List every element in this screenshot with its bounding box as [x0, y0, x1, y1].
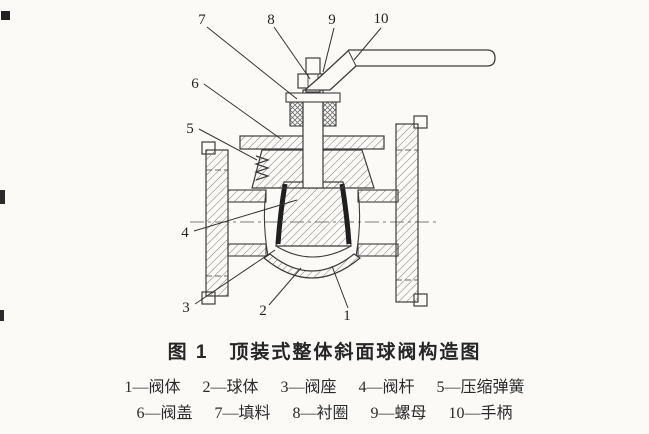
leader-10: [353, 27, 382, 61]
leader-6: [203, 83, 282, 140]
ball: [275, 181, 352, 247]
left-seat: [275, 183, 288, 245]
packing-and-gland: [285, 92, 341, 127]
valve-stem: [302, 57, 324, 189]
packing-left: [289, 101, 304, 127]
leader-3: [194, 249, 276, 305]
gland-ring: [285, 92, 341, 103]
legend-item-3: 3—阀座: [280, 379, 337, 396]
packing-right: [322, 101, 337, 127]
legend-item-9: 9—螺母: [370, 405, 427, 422]
leader-lines: [193, 26, 382, 309]
callout-labels: 1 2 3 4 5 6 7 8 9 10: [181, 11, 388, 324]
valve-diagram: 1 2 3 4 5 6 7 8 9 10: [0, 11, 496, 324]
leader-9: [322, 27, 335, 73]
legend-row-1: 1—阀体 2—球体 3—阀座 4—阀杆 5—压缩弹簧: [0, 375, 649, 401]
callout-3: 3: [182, 300, 190, 316]
ball-and-seats: [275, 181, 352, 258]
legend-row-2: 6—阀盖 7—填料 8—衬圈 9—螺母 10—手柄: [0, 401, 649, 427]
figure-caption: 图 1 顶装式整体斜面球阀构造图: [167, 342, 482, 363]
right-flange: [395, 115, 428, 307]
callout-6: 6: [191, 76, 199, 92]
ball-bottom-arc: [275, 245, 352, 258]
scan-artifact: [0, 190, 5, 204]
leader-4: [193, 199, 298, 232]
body-bottom-cap: [262, 253, 362, 279]
callout-2: 2: [259, 303, 267, 319]
figure-legend: 1—阀体 2—球体 3—阀座 4—阀杆 5—压缩弹簧 6—阀盖 7—填料 8—衬…: [0, 375, 649, 427]
leader-8: [273, 26, 311, 80]
right-seat: [339, 183, 352, 245]
scan-artifacts: [0, 11, 10, 321]
legend-item-10: 10—手柄: [448, 405, 513, 422]
handle: [303, 49, 496, 91]
leader-5: [198, 128, 258, 161]
leader-1: [331, 265, 349, 309]
scan-artifact: [1, 11, 10, 20]
valve-body-walls: [227, 189, 399, 257]
callout-5: 5: [186, 121, 194, 137]
callout-9: 9: [328, 12, 336, 28]
compression-spring: [254, 155, 270, 181]
callout-1: 1: [343, 308, 351, 324]
leader-7: [206, 26, 298, 100]
legend-item-8: 8—衬圈: [292, 405, 349, 422]
callout-10: 10: [374, 11, 389, 27]
legend-item-2: 2—球体: [202, 379, 259, 396]
scan-artifact: [0, 310, 4, 321]
legend-item-6: 6—阀盖: [136, 405, 193, 422]
legend-item-4: 4—阀杆: [358, 379, 415, 396]
legend-item-1: 1—阀体: [124, 379, 181, 396]
left-flange: [201, 141, 229, 305]
leader-2: [268, 267, 302, 306]
callout-7: 7: [198, 12, 206, 28]
callout-4: 4: [181, 225, 189, 241]
legend-item-5: 5—压缩弹簧: [436, 379, 525, 396]
callout-8: 8: [267, 12, 275, 28]
legend-item-7: 7—填料: [214, 405, 271, 422]
